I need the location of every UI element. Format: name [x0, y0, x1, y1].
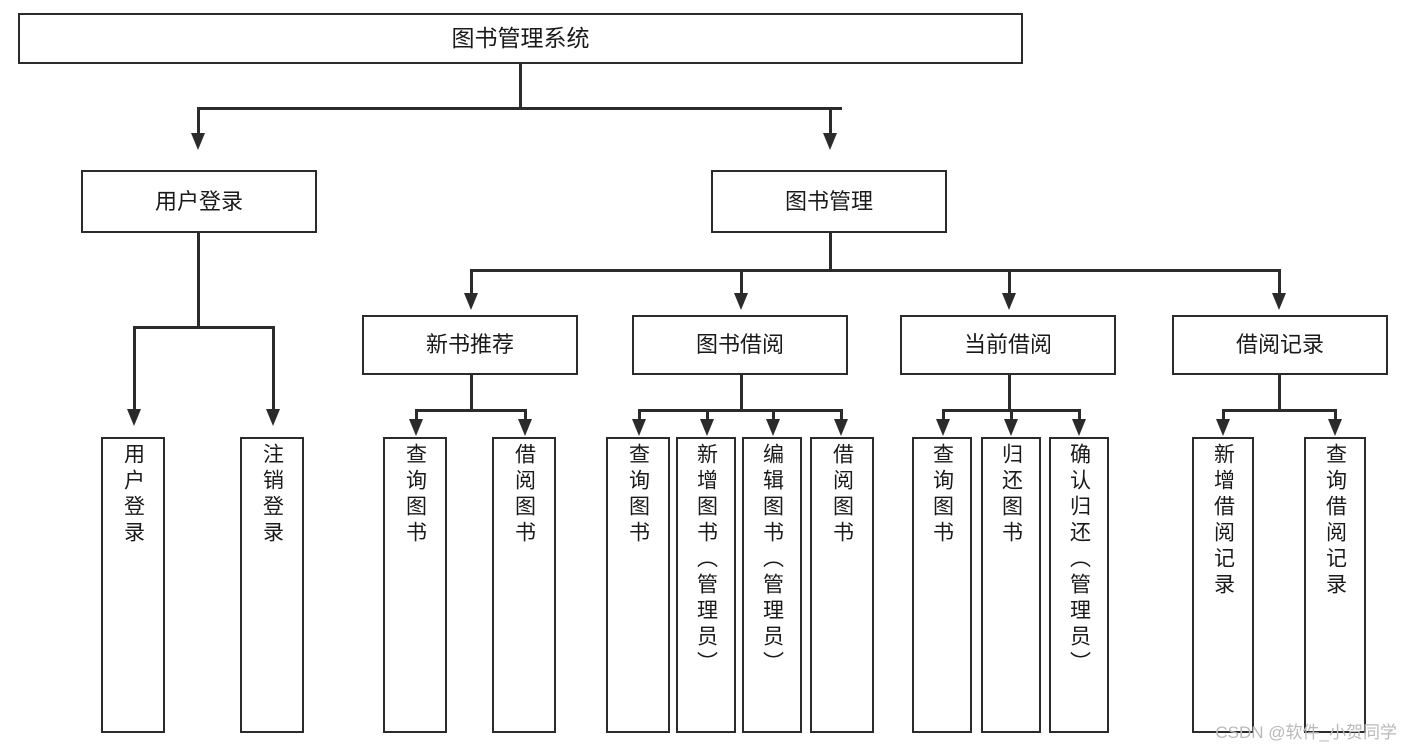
leaf-query-record[interactable]: 查询借阅记录	[1304, 437, 1366, 733]
node-user-login-label: 用户登录	[154, 188, 243, 214]
leaf-edit-book[interactable]: 编辑图书（管理员）	[742, 437, 802, 733]
node-book-borrow-label: 图书借阅	[695, 332, 784, 358]
connector-new-book-drop-2	[524, 409, 527, 427]
arrow-to-current-borrow	[1002, 293, 1016, 310]
connector-book-borrow-drop-2	[706, 409, 709, 427]
leaf-user-login[interactable]: 用户登录	[101, 437, 165, 733]
connector-new-book-stem	[470, 375, 473, 411]
leaf-edit-book-label: 编辑图书（管理员）	[760, 443, 784, 677]
node-borrow-record[interactable]: 借阅记录	[1172, 315, 1388, 375]
connector-level3-drop-3	[1008, 269, 1011, 295]
connector-level2-bus	[197, 107, 842, 110]
connector-level3-bus	[470, 269, 1280, 272]
connector-level3-drop-1	[470, 269, 473, 295]
node-book-management[interactable]: 图书管理	[711, 170, 947, 233]
leaf-query-book-3[interactable]: 查询图书	[912, 437, 972, 733]
leaf-borrow-book-1-label: 借阅图书	[512, 443, 536, 547]
arrow-to-new-book-recommend	[464, 293, 478, 310]
connector-book-borrow-stem	[740, 375, 743, 411]
leaf-return-book[interactable]: 归还图书	[981, 437, 1041, 733]
leaf-add-book[interactable]: 新增图书（管理员）	[676, 437, 736, 733]
connector-current-borrow-drop-3	[1078, 409, 1081, 427]
connector-borrow-record-stem	[1278, 375, 1281, 411]
connector-root-stem	[519, 64, 522, 108]
leaf-user-login-label: 用户登录	[121, 443, 145, 547]
node-new-book-recommend-label: 新书推荐	[425, 332, 514, 358]
arrow-to-leaf-borrow-book-2	[834, 419, 848, 436]
connector-level3-drop-2	[740, 269, 743, 295]
arrow-to-user-login	[191, 133, 205, 150]
arrow-to-leaf-add-book	[700, 419, 714, 436]
connector-new-book-bus	[415, 409, 527, 412]
connector-borrow-record-drop-1	[1222, 409, 1225, 427]
connector-current-borrow-drop-2	[1010, 409, 1013, 427]
connector-user-login-bus	[133, 326, 275, 329]
leaf-confirm-return-label: 确认归还（管理员）	[1067, 443, 1091, 677]
leaf-add-book-label: 新增图书（管理员）	[694, 443, 718, 677]
leaf-query-book-1-label: 查询图书	[403, 443, 427, 547]
node-root-label: 图书管理系统	[451, 25, 590, 52]
connector-book-management-stem	[829, 233, 832, 271]
node-user-login[interactable]: 用户登录	[81, 170, 317, 233]
leaf-borrow-book-2[interactable]: 借阅图书	[810, 437, 874, 733]
connector-user-login-stem	[197, 233, 200, 328]
arrow-to-leaf-return-book	[1004, 419, 1018, 436]
arrow-to-leaf-logout-login	[266, 409, 280, 426]
leaf-logout-login-label: 注销登录	[260, 443, 284, 547]
connector-user-login-drop-2	[272, 326, 275, 411]
node-borrow-record-label: 借阅记录	[1235, 332, 1324, 358]
leaf-return-book-label: 归还图书	[999, 443, 1023, 547]
connector-user-login-drop-1	[133, 326, 136, 411]
arrow-to-leaf-query-book-2	[632, 419, 646, 436]
connector-current-borrow-stem	[1008, 375, 1011, 411]
node-book-borrow[interactable]: 图书借阅	[632, 315, 848, 375]
leaf-logout-login[interactable]: 注销登录	[240, 437, 304, 733]
leaf-query-record-label: 查询借阅记录	[1323, 443, 1347, 599]
connector-borrow-record-drop-2	[1334, 409, 1337, 427]
leaf-query-book-2-label: 查询图书	[626, 443, 650, 547]
leaf-query-book-3-label: 查询图书	[930, 443, 954, 547]
node-book-management-label: 图书管理	[784, 188, 873, 214]
leaf-add-record[interactable]: 新增借阅记录	[1192, 437, 1254, 733]
node-new-book-recommend[interactable]: 新书推荐	[362, 315, 578, 375]
connector-current-borrow-drop-1	[942, 409, 945, 427]
arrow-to-leaf-query-record	[1328, 419, 1342, 436]
arrow-to-book-management	[823, 133, 837, 150]
connector-book-borrow-drop-3	[772, 409, 775, 427]
connector-new-book-drop-1	[415, 409, 418, 427]
watermark: CSDN @软件_小贺同学	[1215, 723, 1397, 742]
leaf-borrow-book-2-label: 借阅图书	[830, 443, 854, 547]
arrow-to-leaf-user-login	[127, 409, 141, 426]
arrow-to-book-borrow	[734, 293, 748, 310]
node-root[interactable]: 图书管理系统	[18, 13, 1023, 64]
arrow-to-leaf-borrow-book-1	[518, 419, 532, 436]
leaf-confirm-return[interactable]: 确认归还（管理员）	[1049, 437, 1109, 733]
arrow-to-leaf-query-book-1	[409, 419, 423, 436]
connector-level2-drop-left	[197, 107, 200, 135]
connector-level3-drop-4	[1278, 269, 1281, 295]
connector-book-borrow-bus	[638, 409, 842, 412]
leaf-borrow-book-1[interactable]: 借阅图书	[492, 437, 556, 733]
connector-level2-drop-right	[829, 107, 832, 135]
connector-book-borrow-drop-4	[840, 409, 843, 427]
arrow-to-borrow-record	[1272, 293, 1286, 310]
arrow-to-leaf-add-record	[1216, 419, 1230, 436]
node-current-borrow-label: 当前借阅	[963, 332, 1052, 358]
leaf-add-record-label: 新增借阅记录	[1211, 443, 1235, 599]
connector-book-borrow-drop-1	[638, 409, 641, 427]
leaf-query-book-1[interactable]: 查询图书	[383, 437, 447, 733]
arrow-to-leaf-edit-book	[766, 419, 780, 436]
node-current-borrow[interactable]: 当前借阅	[900, 315, 1116, 375]
arrow-to-leaf-query-book-3	[936, 419, 950, 436]
leaf-query-book-2[interactable]: 查询图书	[606, 437, 670, 733]
connector-borrow-record-bus	[1222, 409, 1336, 412]
arrow-to-leaf-confirm-return	[1072, 419, 1086, 436]
